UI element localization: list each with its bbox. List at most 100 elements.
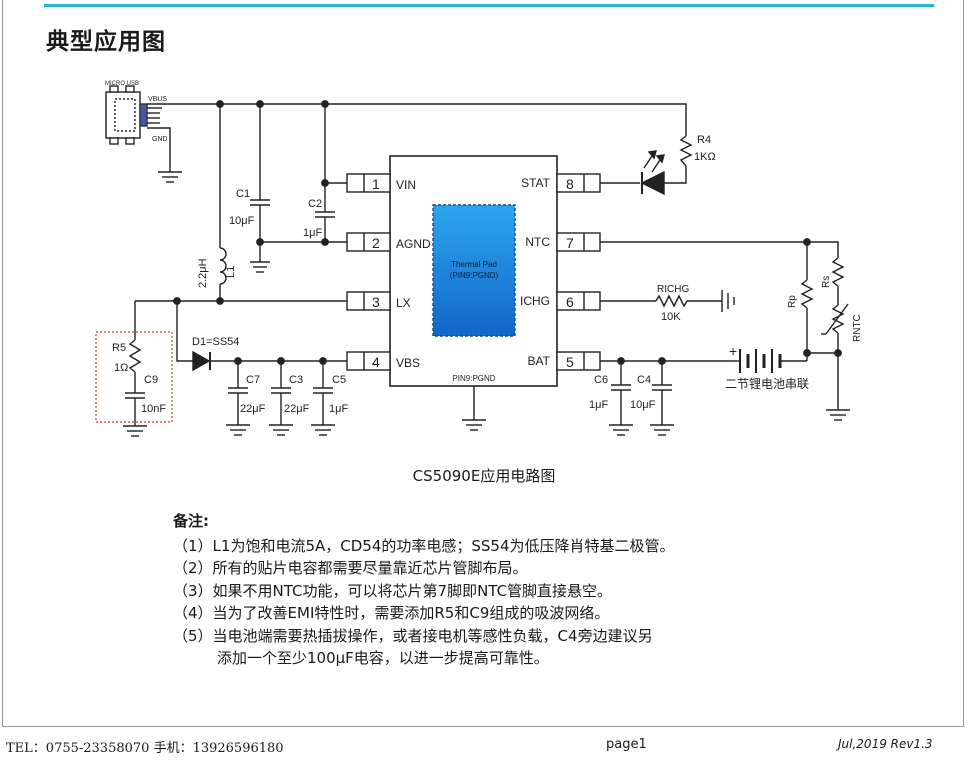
usb-label: MICRO USB (105, 81, 139, 87)
ground-symbol-ntc (826, 409, 850, 421)
capacitor-c1: C1 10μF (229, 104, 270, 262)
pin-6: 6 ICHG (520, 291, 601, 311)
c6-ref: C6 (594, 374, 608, 386)
ground-symbol-ichg (721, 290, 735, 312)
notes-heading: 备注: (173, 512, 209, 530)
r5-value: 1Ω (114, 362, 128, 374)
svg-text:STAT: STAT (521, 176, 551, 190)
capacitor-c5: C5 1μF (311, 361, 348, 436)
usb-gnd-label: GND (152, 136, 168, 143)
note-item: （5）当电池端需要热插拔操作，或者接电机等感性负载，C4旁边建议另 (173, 626, 653, 645)
ground-symbol-c1 (250, 261, 270, 273)
c3-value: 22μF (284, 403, 310, 415)
c1-ref: C1 (236, 188, 250, 200)
svg-text:NTC: NTC (525, 235, 550, 249)
ground-symbol-usb (158, 171, 182, 183)
resistor-rs: Rs (821, 257, 845, 305)
pin-2: 2 AGND (346, 232, 431, 252)
page-frame (2, 0, 964, 727)
svg-text:4: 4 (372, 354, 380, 370)
chip-bottom-label: PIN9:PGND (452, 374, 495, 383)
notes-section: 备注: （1）L1为饱和电流5A，CD54的功率电感；SS54为低压降肖特基二极… (173, 510, 675, 670)
battery-2s: + 二节锂电池串联 (725, 343, 809, 391)
note-item: （4）当为了改善EMI特性时，需要添加R5和C9组成的吸波网络。 (173, 604, 610, 622)
svg-text:BAT: BAT (528, 354, 551, 368)
pin-5: 5 BAT (528, 351, 601, 371)
thermal-pad-label: Thermal Pad (451, 260, 497, 269)
chip-cs5090e: Thermal Pad (PIN9:PGND) PIN9:PGND 1 VIN … (346, 155, 601, 431)
svg-text:AGND: AGND (396, 237, 431, 251)
snubber-box (95, 331, 173, 423)
svg-text:3: 3 (372, 294, 380, 310)
capacitor-c3: C3 22μF (269, 361, 310, 436)
note-item: （3）如果不用NTC功能，可以将芯片第7脚即NTC管脚直接悬空。 (173, 581, 613, 600)
capacitor-c6: C6 1μF (589, 361, 633, 436)
note-item-continuation: 添加一个至少100μF电容，以进一步提高可靠性。 (217, 649, 549, 667)
pin-3: 3 LX (346, 291, 411, 311)
header-rule (44, 4, 934, 7)
c2-value: 1μF (303, 227, 322, 239)
capacitor-c2: C2 1μF (303, 183, 335, 242)
c1-value: 10μF (229, 215, 255, 227)
c4-value: 10μF (630, 399, 656, 411)
thermal-pad-pin: (PIN9:PGND) (450, 271, 499, 280)
capacitor-c7: C7 22μF (226, 361, 266, 436)
led-indicator (640, 150, 665, 196)
resistor-r4: R4 1KΩ (679, 134, 716, 167)
battery-label: 二节锂电池串联 (725, 376, 809, 391)
thermal-pad (432, 204, 516, 337)
footer-revision: Jul,2019 Rev1.3 (838, 737, 933, 751)
r4-ref: R4 (697, 134, 711, 146)
l1-ref: L1 (225, 266, 237, 278)
thermistor-rntc: RNTC (821, 303, 863, 410)
c6-value: 1μF (589, 399, 608, 411)
rp-label: Rp (787, 295, 798, 308)
figure-caption: CS5090E应用电路图 (412, 467, 556, 485)
richg-ref: RICHG (657, 284, 689, 295)
c4-ref: C4 (637, 374, 651, 386)
resistor-rp: Rp (787, 279, 814, 353)
r4-value: 1KΩ (694, 151, 716, 163)
svg-text:5: 5 (566, 354, 574, 370)
ground-symbol-c9 (123, 425, 147, 437)
l1-value: 2.2μH (197, 258, 209, 288)
svg-text:ICHG: ICHG (520, 294, 550, 308)
c3-ref: C3 (289, 374, 303, 386)
c7-value: 22μF (240, 403, 266, 415)
circuit-schematic: MICRO USB VBUS GND C1 10μF (95, 81, 863, 437)
rs-label: Rs (821, 276, 832, 288)
svg-text:1: 1 (372, 176, 380, 192)
page-title: 典型应用图 (46, 29, 166, 55)
c5-value: 1μF (329, 403, 348, 415)
d1-label: D1=SS54 (192, 336, 239, 348)
svg-text:6: 6 (566, 294, 574, 310)
battery-plus: + (729, 343, 737, 359)
note-item: （2）所有的贴片电容都需要尽量靠近芯片管脚布局。 (173, 559, 528, 577)
svg-text:VBS: VBS (396, 356, 420, 370)
c5-ref: C5 (332, 374, 346, 386)
capacitor-c9: C9 10nF (125, 374, 166, 426)
resistor-r5: R5 1Ω (112, 301, 142, 393)
pin-1: 1 VIN (346, 173, 416, 193)
usb-connector: MICRO USB VBUS GND (105, 81, 168, 145)
resistor-richg: RICHG 10K (655, 284, 722, 323)
r5-ref: R5 (112, 342, 126, 354)
svg-text:2: 2 (372, 235, 380, 251)
diode-d1: D1=SS54 (176, 301, 239, 372)
pin-7: 7 NTC (525, 232, 601, 252)
note-item: （1）L1为饱和电流5A，CD54的功率电感；SS54为低压降肖特基二极管。 (173, 536, 675, 555)
capacitor-c4: C4 10μF (630, 361, 674, 436)
svg-text:7: 7 (566, 235, 574, 251)
c2-ref: C2 (308, 198, 322, 210)
rntc-label: RNTC (852, 314, 863, 342)
footer-contact: TEL：0755-23358070 手机：13926596180 (6, 741, 284, 756)
footer-page-number: page1 (606, 737, 647, 752)
c9-ref: C9 (144, 374, 158, 386)
c7-ref: C7 (246, 374, 260, 386)
richg-value: 10K (661, 311, 681, 323)
svg-text:VIN: VIN (396, 178, 416, 192)
pin-8: 8 STAT (521, 173, 601, 193)
svg-text:LX: LX (396, 296, 411, 310)
c9-value: 10nF (141, 403, 166, 415)
pin-4: 4 VBS (346, 351, 420, 371)
